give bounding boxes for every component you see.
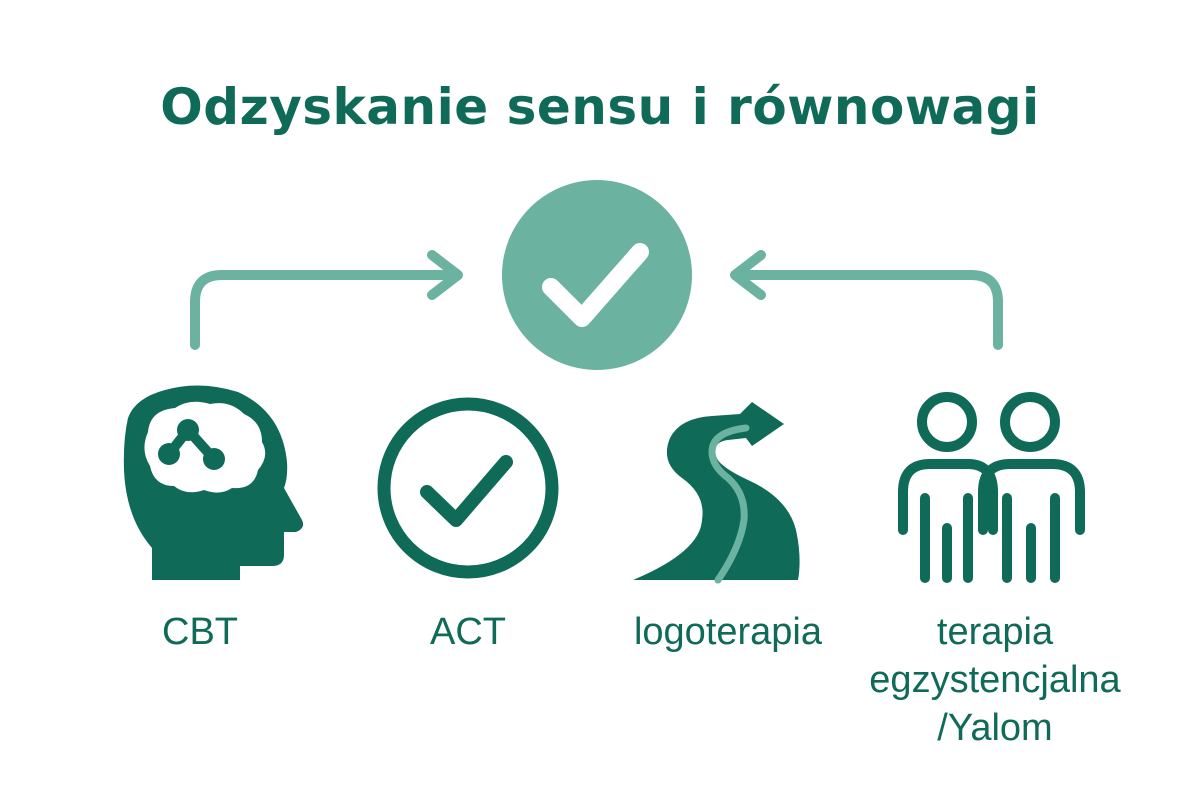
approach-label-act: ACT (430, 611, 506, 653)
right-connector-arrow (730, 250, 1003, 350)
brain-head-icon (123, 385, 304, 580)
approach-label-existential: terapia egzystencjalna /Yalom (830, 608, 1160, 752)
approach-label-existential-line: terapia (936, 611, 1054, 653)
approach-label-existential-line: /Yalom (937, 707, 1053, 749)
goal-check-icon (502, 180, 692, 370)
approach-label-existential-line: egzystencjalna (869, 659, 1121, 701)
approach-label-logoterapia: logoterapia (633, 611, 823, 653)
check-circle-outline-icon (377, 397, 559, 579)
approach-label-cbt: CBT (162, 611, 238, 653)
left-connector-arrow (190, 250, 463, 350)
two-people-icon (898, 392, 1085, 583)
diagram-title: Odzyskanie sensu i równowagi (160, 78, 1040, 136)
winding-road-arrow-icon (633, 402, 800, 584)
